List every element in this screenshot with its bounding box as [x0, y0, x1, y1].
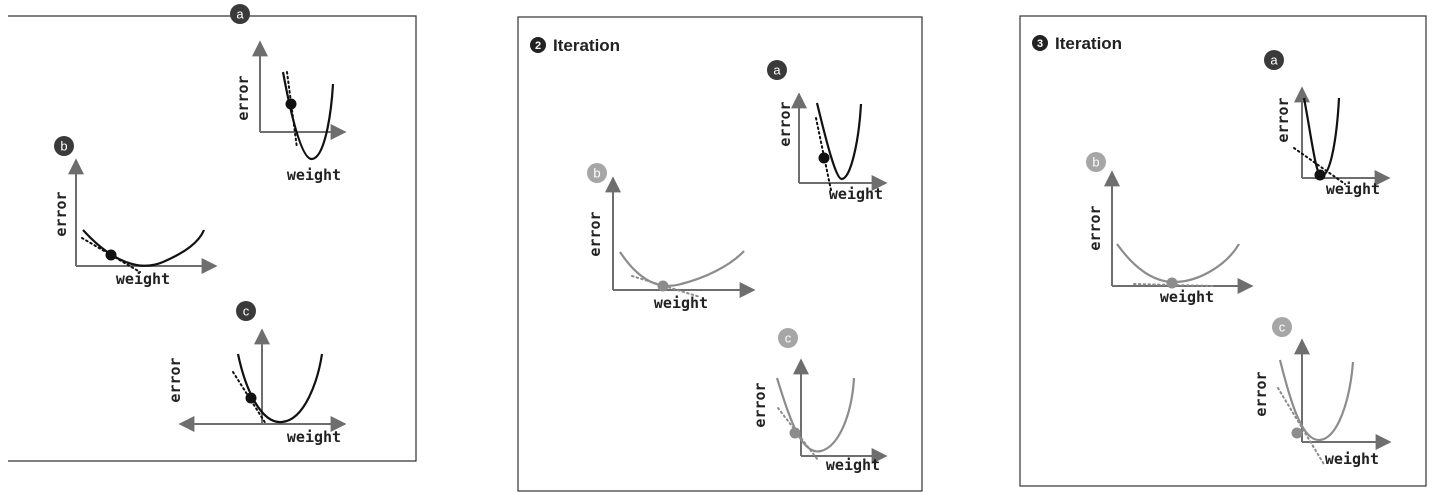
x-axis-label: weight	[654, 294, 708, 312]
error-curve	[1278, 359, 1355, 442]
panel-1-frame	[8, 15, 417, 462]
current-point	[818, 152, 830, 164]
panel-1	[8, 15, 417, 462]
iteration-number: 2	[535, 40, 541, 52]
current-point	[285, 98, 297, 110]
current-point	[657, 280, 669, 292]
current-point	[789, 427, 801, 439]
graph-b: b weight error	[52, 136, 218, 288]
graph-badge	[1272, 317, 1292, 337]
graph-badge-label: b	[593, 166, 600, 181]
graph-badge-label: a	[773, 63, 781, 78]
x-axis-label: weight	[1325, 450, 1379, 468]
error-curve	[281, 71, 335, 161]
graph-badge-label: c	[243, 304, 250, 319]
y-axis-label: error	[1086, 205, 1104, 250]
tangent-line	[1293, 147, 1346, 185]
panel-title: Iteration	[553, 36, 620, 55]
graph-badge	[54, 136, 74, 156]
error-curve	[815, 102, 863, 181]
current-point	[1166, 277, 1178, 289]
graph-badge	[1086, 152, 1106, 172]
graph-c: c weight error	[1252, 317, 1392, 468]
graph-badge	[230, 4, 250, 24]
iteration-number: 3	[1037, 38, 1043, 50]
graph-badge	[236, 301, 256, 321]
x-axis-label: weight	[1326, 180, 1380, 198]
panel-3: 3 Iteration	[1019, 15, 1427, 487]
error-curve	[236, 353, 324, 424]
x-axis-label: weight	[1160, 288, 1214, 306]
error-curve	[82, 229, 206, 267]
x-axis-label: weight	[287, 166, 341, 184]
graph-b: b weight error	[1086, 152, 1254, 306]
graph-c: c weight error	[166, 301, 347, 446]
graph-badge-label: b	[1092, 155, 1099, 170]
current-point	[245, 392, 257, 404]
panel-2-frame	[517, 16, 923, 492]
panel-title: Iteration	[1055, 34, 1122, 53]
graph-a: a weight error	[767, 60, 888, 203]
error-curve	[619, 250, 745, 287]
graph-badge-label: a	[1270, 53, 1278, 68]
x-axis-label: weight	[287, 428, 341, 446]
x-axis-label: weight	[116, 270, 170, 288]
y-axis-label: error	[166, 357, 184, 402]
graph-b: b weight error	[586, 163, 756, 312]
graph-a: a weight error	[1264, 50, 1391, 198]
tangent-line	[286, 71, 298, 149]
current-point	[1291, 427, 1303, 439]
tangent-line	[1277, 387, 1326, 467]
y-axis-label: error	[234, 75, 252, 120]
graph-badge	[778, 328, 798, 348]
graph-badge	[587, 163, 607, 183]
current-point	[1314, 169, 1326, 181]
error-curve	[1116, 243, 1240, 284]
error-curve	[1302, 97, 1341, 178]
graph-badge	[767, 60, 787, 80]
iteration-number-badge	[530, 37, 546, 53]
y-axis-label: error	[776, 101, 794, 146]
graph-badge-label: b	[60, 139, 67, 154]
current-point	[105, 249, 117, 261]
x-axis-label: weight	[829, 185, 883, 203]
graph-a: a weight error	[230, 4, 347, 184]
panel-3-frame	[1019, 15, 1427, 487]
graph-badge-label: c	[1279, 320, 1286, 335]
error-curve	[775, 377, 856, 453]
y-axis-label: error	[52, 191, 70, 236]
iteration-number-badge	[1032, 35, 1048, 51]
x-axis-label: weight	[826, 456, 880, 474]
y-axis-label: error	[751, 382, 769, 427]
graph-badge	[1264, 50, 1284, 70]
graph-badge-label: c	[785, 331, 792, 346]
graph-c: c weight error	[751, 328, 888, 474]
panel-2: 2 Iteration	[517, 16, 923, 492]
graph-badge-label: a	[236, 7, 244, 22]
y-axis-label: error	[1274, 97, 1292, 142]
y-axis-label: error	[586, 211, 604, 256]
y-axis-label: error	[1252, 371, 1270, 416]
